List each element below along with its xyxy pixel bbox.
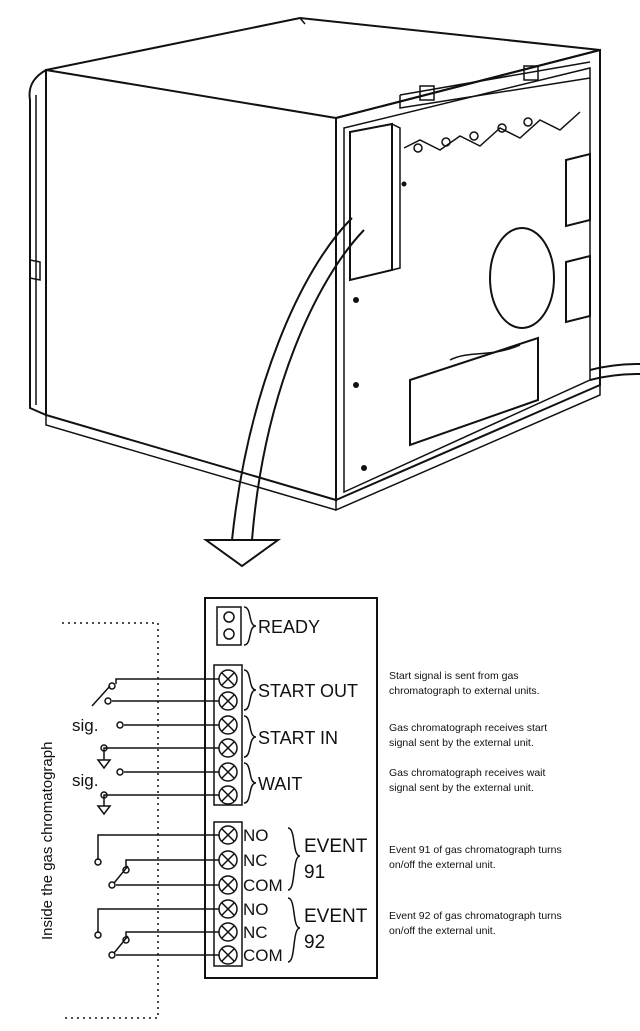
note-start-in-line2: signal sent by the external unit.: [389, 737, 534, 749]
com-label-91: COM: [243, 876, 283, 895]
external-wiring: [91, 678, 219, 959]
sig-label-wait: sig.: [72, 771, 98, 790]
note-event92-line2: on/off the external unit.: [389, 925, 496, 937]
wait-label: WAIT: [258, 774, 302, 794]
nc-label-91: NC: [243, 851, 268, 870]
note-wait-line1: Gas chromatograph receives wait: [389, 767, 545, 779]
note-start-out-line1: Start signal is sent from gas: [389, 670, 519, 682]
note-start-in-line1: Gas chromatograph receives start: [389, 722, 547, 734]
event91-number: 91: [304, 862, 325, 883]
ready-label: READY: [258, 617, 320, 637]
pointer-arrow: [202, 217, 365, 568]
note-event91-line1: Event 91 of gas chromatograph turns: [389, 844, 562, 856]
note-event91-line2: on/off the external unit.: [389, 859, 496, 871]
note-wait-line2: signal sent by the external unit.: [389, 782, 534, 794]
event92-number: 92: [304, 932, 325, 953]
note-start-out-line2: chromatograph to external units.: [389, 685, 540, 697]
event91-title: EVENT: [304, 836, 368, 857]
no-label-91: NO: [243, 826, 269, 845]
gc-boundary: [62, 622, 159, 1019]
terminal-block: [204, 597, 378, 979]
side-label: Inside the gas chromatograph: [39, 742, 56, 940]
nc-label-92: NC: [243, 923, 268, 942]
instrument-illustration: [28, 16, 640, 512]
terminal-screws-event: [218, 825, 238, 965]
event92-title: EVENT: [304, 906, 368, 927]
com-label-92: COM: [243, 946, 283, 965]
terminal-screws-signal: [218, 669, 238, 805]
start-out-label: START OUT: [258, 681, 358, 701]
no-label-92: NO: [243, 900, 269, 919]
note-event92-line1: Event 92 of gas chromatograph turns: [389, 910, 562, 922]
start-in-label: START IN: [258, 728, 338, 748]
sig-label-start-in: sig.: [72, 716, 98, 735]
